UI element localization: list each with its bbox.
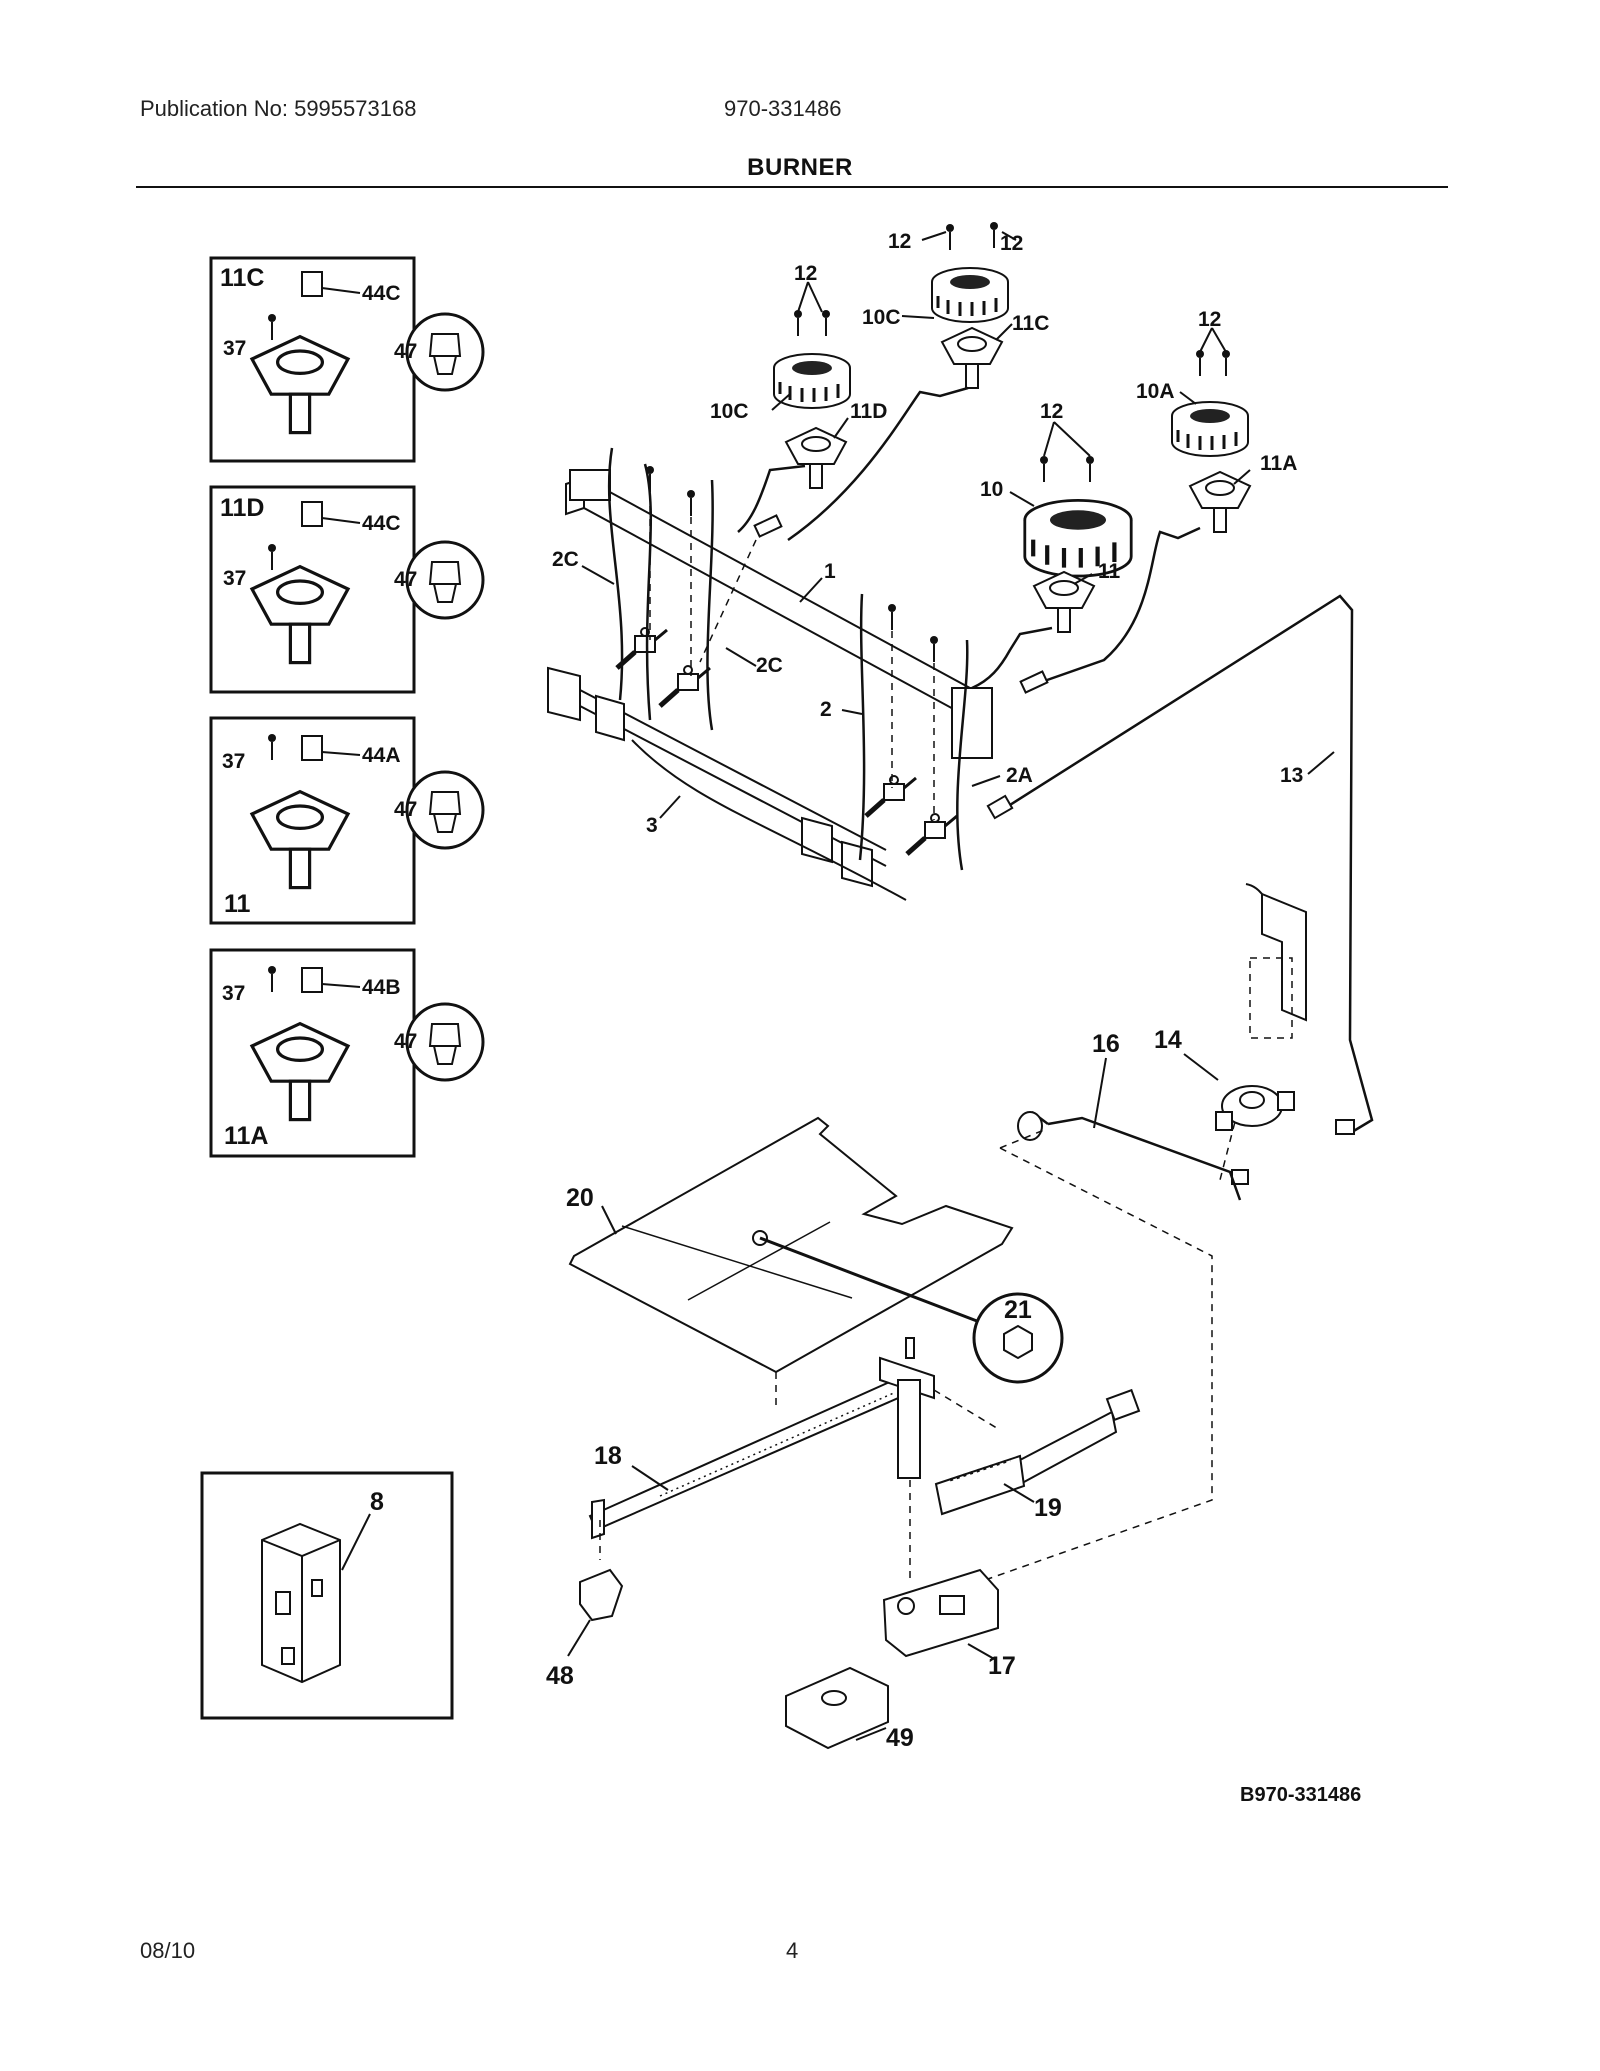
callout-49: 49 (886, 1724, 914, 1752)
diagram-code: B970-331486 (1240, 1784, 1362, 1806)
callout-11: 11 (1098, 560, 1121, 583)
callout-12: 12 (1000, 232, 1023, 255)
callout-leaders (567, 231, 1335, 1741)
manifold-assembly (547, 447, 993, 901)
inset-8: 8 (200, 1471, 454, 1720)
callout-13: 13 (1280, 764, 1303, 787)
callout-1: 1 (824, 560, 836, 583)
callout-12: 12 (1198, 308, 1221, 331)
callout-10a: 10A (1136, 380, 1175, 403)
callout-48: 48 (546, 1662, 574, 1690)
svg-text:47: 47 (394, 798, 417, 821)
footer-page-number: 4 (786, 1938, 799, 1963)
inset-label: 11C (220, 264, 264, 292)
footer-date: 08/10 (140, 1938, 196, 1963)
svg-text:37: 37 (222, 982, 245, 1005)
callout-11a: 11A (1260, 452, 1297, 475)
callout-12: 12 (794, 262, 817, 285)
callout-18: 18 (594, 1442, 622, 1470)
callout-12: 12 (1040, 400, 1063, 423)
svg-text:37: 37 (222, 750, 245, 773)
callout-10: 10 (980, 478, 1003, 501)
svg-text:37: 37 (223, 337, 246, 360)
title-divider (136, 186, 1448, 188)
inset-11d: 11D 37 44C 47 (209, 485, 485, 694)
callout-labels: 12 12 12 12 12 10C 11C 10C 11D 10A 11A 1… (546, 230, 1303, 1752)
callout-19: 19 (1034, 1494, 1062, 1522)
burner-heads (737, 221, 1374, 1134)
svg-text:47: 47 (394, 568, 417, 591)
callout-2c: 2C (756, 654, 783, 677)
svg-text:44A: 44A (362, 744, 401, 767)
callout-17: 17 (988, 1652, 1016, 1680)
page-title: BURNER (747, 154, 853, 181)
inset-label: 11A (224, 1122, 268, 1150)
callout-14: 14 (1154, 1026, 1182, 1054)
oven-burner-assembly (568, 1116, 1141, 1750)
inset-11: 37 44A 11 47 (209, 716, 485, 925)
callout-10c: 10C (862, 306, 901, 329)
svg-text:47: 47 (394, 1030, 417, 1053)
inset-label: 11D (220, 494, 264, 522)
regulator-assembly (899, 883, 1355, 1611)
svg-text:37: 37 (223, 567, 246, 590)
svg-text:44C: 44C (362, 512, 401, 535)
inset-label: 11 (224, 890, 251, 918)
callout-16: 16 (1092, 1030, 1120, 1058)
svg-text:44B: 44B (362, 976, 401, 999)
callout-12: 12 (888, 230, 911, 253)
svg-text:47: 47 (394, 340, 417, 363)
inset-11c: 11C 37 44C 47 (209, 256, 485, 463)
svg-text:44C: 44C (362, 282, 401, 305)
callout-11c: 11C (1012, 312, 1049, 335)
svg-text:8: 8 (370, 1488, 384, 1516)
inset-11a: 37 44B 11A 47 (209, 948, 485, 1158)
callout-2c: 2C (552, 548, 579, 571)
callout-3: 3 (646, 814, 658, 837)
callout-21: 21 (1004, 1296, 1032, 1324)
callout-20: 20 (566, 1184, 594, 1212)
callout-11d: 11D (850, 400, 887, 423)
callout-2: 2 (820, 698, 832, 721)
model-number: 970-331486 (724, 96, 842, 121)
callout-2a: 2A (1006, 764, 1033, 787)
callout-10c: 10C (710, 400, 749, 423)
publication-number: Publication No: 5995573168 (140, 96, 417, 121)
